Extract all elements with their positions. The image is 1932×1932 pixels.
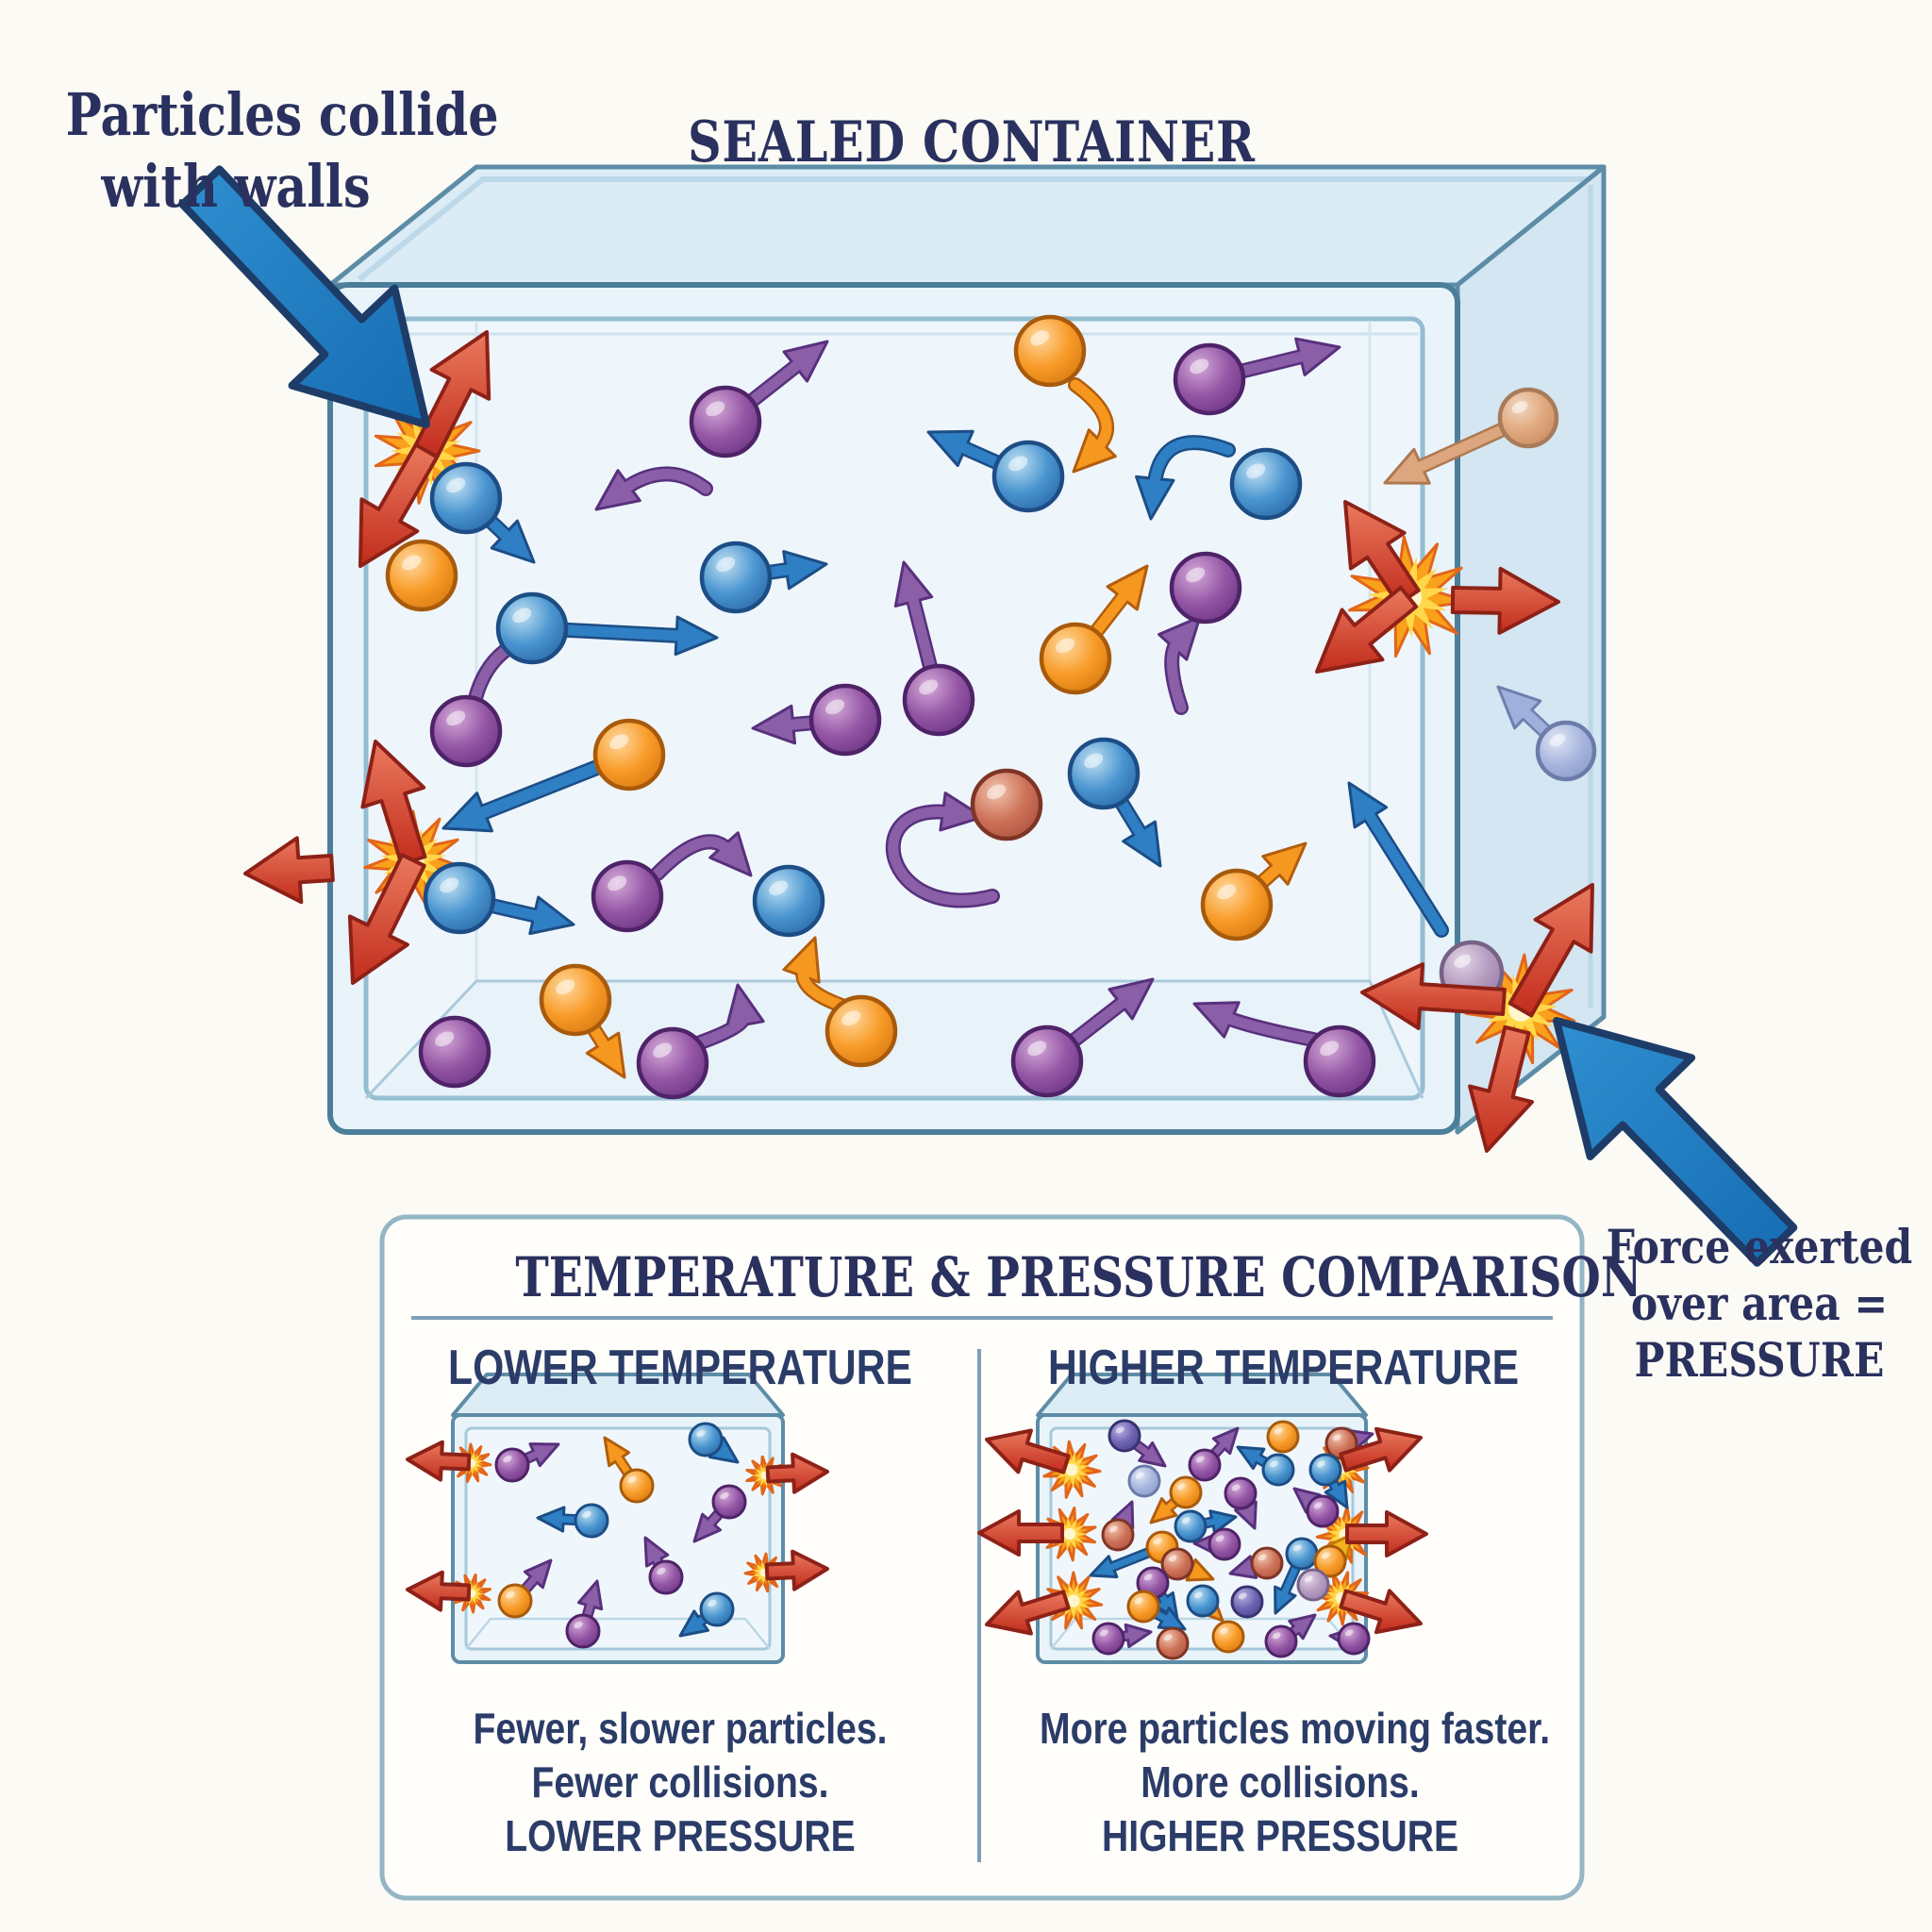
panel-title: TEMPERATURE & PRESSURE COMPARISON	[515, 1245, 1642, 1309]
gas-particle-purple	[1188, 1448, 1222, 1482]
page-title: SEALED CONTAINER	[688, 109, 1256, 175]
column-header-lower: LOWER TEMPERATURE	[448, 1341, 912, 1395]
gas-particle-purple	[711, 1484, 747, 1520]
gas-particle-orange	[824, 994, 898, 1068]
gas-particle-blue	[574, 1503, 609, 1539]
gas-particle-orange	[385, 539, 458, 612]
gas-particle-purple	[1173, 342, 1246, 416]
annotation-line: Force exerted	[1606, 1219, 1913, 1274]
gas-particle-purple	[418, 1015, 491, 1089]
lower-temp-contents	[406, 1422, 829, 1649]
gas-particle-orange	[1169, 1475, 1203, 1509]
low-box-inner	[464, 1426, 772, 1651]
gas-particle-purple	[1264, 1624, 1298, 1658]
gas-particle-purple	[1337, 1622, 1371, 1656]
gas-particle-purple	[1306, 1494, 1340, 1528]
caption-higher: More particles moving faster. More colli…	[1040, 1702, 1551, 1863]
gas-particle-purple	[808, 683, 882, 757]
gas-particle-purple	[1224, 1476, 1257, 1510]
caption-line: Fewer collisions.	[531, 1757, 829, 1807]
gas-particle-purple	[591, 859, 664, 933]
annotation-force-pressure: Force exerted over area = PRESSURE	[1591, 1219, 1928, 1389]
gas-particle-indigo	[1230, 1585, 1264, 1619]
annotation-line: PRESSURE	[1634, 1332, 1885, 1388]
box-top-face	[327, 164, 1607, 288]
gas-particle-purple	[689, 385, 762, 458]
gas-particle-indigo	[1108, 1419, 1141, 1453]
gas-particle-purple	[565, 1613, 601, 1649]
gas-particle-orange	[1200, 868, 1274, 941]
annotation-line: Particles collide	[65, 80, 499, 149]
gas-particle-blue	[991, 440, 1065, 513]
caption-line: LOWER PRESSURE	[505, 1811, 856, 1861]
annotation-particles-collide: Particles collide with walls	[65, 79, 499, 222]
gas-particle-orange	[1211, 1620, 1245, 1654]
lower-temp-box	[451, 1373, 785, 1664]
gas-particle-purple	[636, 1026, 709, 1100]
low-box-floor	[465, 1617, 771, 1650]
gas-particle-purple	[1091, 1622, 1125, 1656]
box-top-accent	[358, 176, 1589, 282]
gas-particle-blue	[752, 864, 825, 938]
gas-particle-purple	[1208, 1527, 1241, 1561]
caption-line: More collisions.	[1141, 1757, 1420, 1807]
gas-particle-purple	[1169, 551, 1242, 625]
gas-particle-purple	[1010, 1024, 1084, 1098]
gas-particle-mutedBlue	[1535, 720, 1597, 782]
caption-lower: Fewer, slower particles. Fewer collision…	[440, 1702, 921, 1863]
gas-particle-blue	[423, 861, 496, 935]
gas-particle-blue	[1308, 1453, 1342, 1487]
caption-line: HIGHER PRESSURE	[1101, 1811, 1459, 1861]
gas-particle-orange	[619, 1468, 655, 1504]
gas-particle-blue	[688, 1422, 724, 1457]
gas-particle-blue	[1261, 1453, 1295, 1487]
main-container-contents	[178, 165, 1798, 1267]
higher-temp-contents	[977, 1419, 1428, 1660]
gas-particle-mutedBlue	[1127, 1464, 1161, 1498]
gas-particle-orange	[539, 963, 612, 1037]
gas-particle-blue	[1067, 737, 1141, 810]
annotation-line: with walls	[101, 151, 371, 221]
gas-particle-blue	[1229, 447, 1303, 521]
gas-particle-blue	[699, 541, 773, 614]
gas-particle-orange	[1039, 622, 1112, 695]
gas-particle-salmon	[1160, 1547, 1194, 1581]
gas-particle-blue	[495, 591, 569, 665]
gas-particle-blue	[1285, 1537, 1319, 1571]
gas-particle-purple	[1303, 1024, 1376, 1098]
gas-particle-salmon	[1101, 1518, 1135, 1552]
gas-particle-purple	[494, 1447, 530, 1483]
gas-particle-salmon	[1250, 1546, 1284, 1580]
gas-particle-orange	[1013, 314, 1087, 388]
gas-particle-salmon	[1156, 1626, 1190, 1660]
gas-particle-blue	[699, 1591, 735, 1627]
caption-line: Fewer, slower particles.	[473, 1704, 888, 1753]
gas-particle-mutedPurple	[1296, 1568, 1330, 1602]
gas-particle-orange	[1313, 1544, 1347, 1578]
gas-particle-orange	[1266, 1420, 1300, 1454]
gas-particle-purple	[429, 694, 503, 768]
gas-particle-mutedOrange	[1497, 387, 1559, 449]
gas-particle-blue	[1186, 1584, 1220, 1618]
gas-particle-purple	[648, 1559, 684, 1595]
caption-line: More particles moving faster.	[1040, 1704, 1551, 1753]
gas-particle-salmon	[970, 768, 1043, 841]
annotation-line: over area =	[1630, 1275, 1889, 1331]
gas-particle-orange	[1126, 1590, 1160, 1624]
column-header-higher: HIGHER TEMPERATURE	[1048, 1341, 1520, 1395]
gas-particle-purple	[902, 663, 975, 737]
gas-particle-blue	[429, 461, 503, 535]
gas-particle-orange	[497, 1583, 533, 1619]
gas-particle-blue	[1174, 1509, 1208, 1543]
gas-particle-orange	[592, 718, 666, 791]
